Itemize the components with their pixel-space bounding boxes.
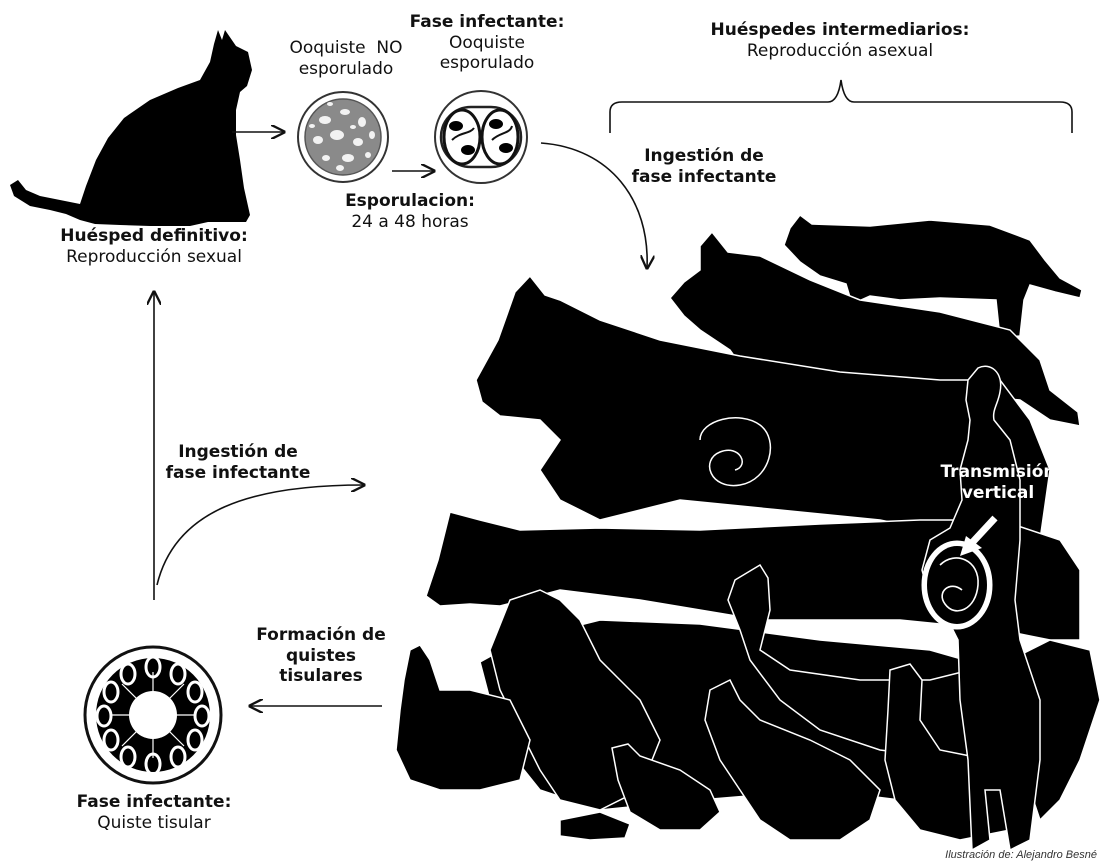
arrow-ingestion-left bbox=[157, 485, 364, 585]
infective-oocyst-label: Fase infectante: Ooquiste esporulado bbox=[402, 12, 572, 74]
cat-silhouette bbox=[10, 30, 252, 226]
vertical-transmission-label: Transmisión vertical bbox=[930, 462, 1066, 503]
vertical-transmission-line1: Transmisión bbox=[930, 462, 1066, 483]
sporulated-oocyst bbox=[435, 91, 527, 183]
sporulation-title: Esporulacion: bbox=[340, 191, 480, 212]
ingestion-right-line2: fase infectante bbox=[624, 167, 784, 188]
intermediate-hosts-silhouettes bbox=[396, 215, 1100, 850]
ingestion-right-label: Ingestión de fase infectante bbox=[624, 146, 784, 187]
tissue-cyst-subtitle: Quiste tisular bbox=[68, 813, 240, 834]
cyst-formation-label: Formación de quistes tisulares bbox=[246, 625, 396, 687]
mouse-silhouette bbox=[560, 812, 630, 840]
infective-oocyst-title: Fase infectante: bbox=[402, 12, 572, 33]
womb-fetus bbox=[922, 541, 992, 629]
unsporulated-oocyst-line1: Ooquiste NO bbox=[270, 38, 422, 59]
cyst-formation-line3: tisulares bbox=[246, 666, 396, 687]
sporulation-subtitle: 24 a 48 horas bbox=[340, 212, 480, 233]
vertical-transmission-line2: vertical bbox=[930, 483, 1066, 504]
sporulation-label: Esporulacion: 24 a 48 horas bbox=[340, 191, 480, 232]
tissue-cyst bbox=[85, 647, 221, 783]
definitive-host-title: Huésped definitivo: bbox=[28, 226, 280, 247]
intermediate-hosts-label: Huéspedes intermediarios: Reproducción a… bbox=[700, 20, 980, 61]
unsporulated-oocyst bbox=[298, 92, 388, 182]
tissue-cyst-label: Fase infectante: Quiste tisular bbox=[68, 792, 240, 833]
unsporulated-oocyst-label: Ooquiste NO esporulado bbox=[270, 38, 422, 79]
intermediate-hosts-bracket bbox=[610, 80, 1072, 133]
infective-oocyst-line2: esporulado bbox=[402, 53, 572, 74]
intermediate-hosts-title: Huéspedes intermediarios: bbox=[700, 20, 980, 41]
ingestion-left-line2: fase infectante bbox=[158, 463, 318, 484]
unsporulated-oocyst-line2: esporulado bbox=[270, 59, 422, 80]
cyst-formation-line1: Formación de bbox=[246, 625, 396, 646]
illustration-credit: Ilustración de: Alejandro Besné bbox=[945, 849, 1097, 861]
ingestion-left-line1: Ingestión de bbox=[158, 442, 318, 463]
definitive-host-subtitle: Reproducción sexual bbox=[28, 247, 280, 268]
cyst-formation-line2: quistes bbox=[246, 646, 396, 667]
definitive-host-label: Huésped definitivo: Reproducción sexual bbox=[28, 226, 280, 267]
intermediate-hosts-subtitle: Reproducción asexual bbox=[700, 41, 980, 62]
ingestion-left-label: Ingestión de fase infectante bbox=[158, 442, 318, 483]
infective-oocyst-line1: Ooquiste bbox=[402, 33, 572, 54]
ingestion-right-line1: Ingestión de bbox=[624, 146, 784, 167]
tissue-cyst-title: Fase infectante: bbox=[68, 792, 240, 813]
